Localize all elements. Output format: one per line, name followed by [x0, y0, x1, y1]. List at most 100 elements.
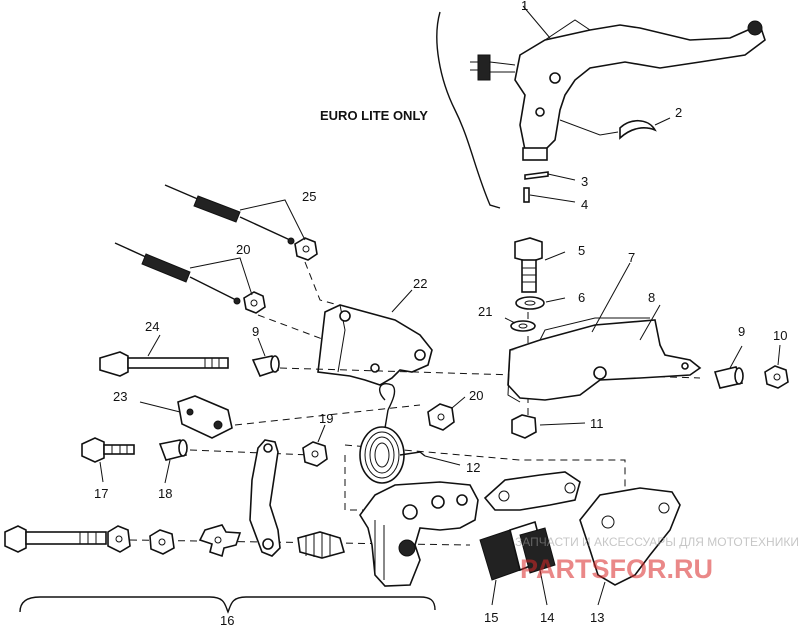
euro-lite-inset [436, 5, 766, 209]
lever-pivot-top [544, 19, 591, 41]
caliper-block [359, 481, 479, 587]
part-3-pin [524, 171, 549, 180]
cable-25-wire [164, 184, 201, 201]
leader-6 [545, 297, 566, 303]
bolt-17-head [81, 437, 105, 463]
watermark-tagline: ЗАПЧАСТИ И АКСЕССУАРЫ ДЛЯ МОТОТЕХНИКИ [515, 535, 799, 549]
leader-15 [491, 579, 497, 606]
plate-13 [579, 487, 681, 606]
part-14-pad-face [519, 527, 556, 574]
cable-25-tip [287, 237, 295, 245]
lever-pivot-bolt [549, 72, 561, 84]
label-13: 13 [590, 610, 604, 625]
leader-13 [597, 581, 606, 606]
caliper-hole-1 [402, 504, 418, 520]
part-6-washer [515, 296, 545, 310]
leader-22 [391, 289, 413, 313]
cable-25-spring [193, 195, 241, 223]
shaft-bolt-shank [25, 531, 107, 545]
label-21: 21 [478, 304, 492, 319]
label-4: 4 [581, 197, 588, 212]
star-washer-hole [214, 536, 222, 544]
part-11-nut [511, 414, 537, 439]
part-2-crescent [619, 119, 657, 140]
bolt-5-threads [522, 267, 536, 283]
leader-5 [544, 251, 566, 261]
leader-25 [239, 199, 306, 241]
leader-2 [654, 117, 671, 126]
leader-14 [539, 569, 548, 606]
leader-20-upper [189, 257, 253, 296]
plate-13-hole-2 [658, 502, 670, 514]
main-bracket [507, 262, 702, 403]
label-8: 8 [648, 290, 655, 305]
label-7: 7 [628, 250, 635, 265]
shaft-nut-2 [149, 529, 175, 555]
bolt-17-threads [111, 445, 128, 454]
lever-adjuster [477, 54, 491, 81]
part-10-nut [764, 365, 789, 389]
bracket-22-hole-right [414, 349, 426, 361]
assembly-line-spring [344, 455, 370, 511]
spacer-9-right-end [734, 367, 744, 385]
shaft-nut-1-hole [115, 535, 123, 543]
pad-plate-top-hole-1 [498, 490, 510, 502]
clutch-lever [514, 23, 766, 151]
leader-11 [539, 422, 586, 426]
caliper-edges [374, 520, 385, 580]
label-14: 14 [540, 610, 554, 625]
leader-17 [99, 461, 104, 483]
lever-ball-end [747, 20, 763, 36]
leader-lever-2 [559, 119, 619, 136]
caliper-hole-3 [456, 494, 468, 506]
part-7-top-plate [509, 319, 661, 351]
adjuster-threads [470, 61, 516, 73]
bolt-17 [81, 437, 135, 483]
shaft-nut-1 [107, 525, 131, 553]
spring-12-hook [378, 383, 396, 411]
clamp-23 [139, 395, 233, 439]
part-12-coil-outer [359, 426, 405, 484]
shaft-bolt-threads [79, 532, 97, 544]
nut-20-hole [250, 299, 258, 307]
lever-hole [535, 107, 545, 117]
caliper-body [359, 481, 479, 587]
label-6: 6 [578, 290, 585, 305]
assembly-line-18 [189, 449, 311, 456]
shaft-bolt-head [4, 525, 27, 553]
part-23-clamp [177, 395, 233, 439]
washer-21-hole [518, 323, 528, 329]
coil-ring-2 [364, 431, 400, 479]
label-15: 15 [484, 610, 498, 625]
label-22: 22 [413, 276, 427, 291]
cable-20-tip [233, 297, 241, 305]
part-19-nut [302, 441, 328, 467]
bracket-8-edge [507, 349, 521, 403]
shaft-gear [297, 531, 345, 559]
group-16-brace [19, 596, 436, 614]
label-3: 3 [581, 174, 588, 189]
label-5: 5 [578, 243, 585, 258]
part-13-plate [579, 487, 681, 586]
part-21-washer [510, 320, 536, 332]
nut-25-hole [302, 245, 310, 253]
part-5-bolt-head [514, 237, 543, 263]
leader-21 [504, 317, 516, 324]
nut-19 [302, 424, 328, 467]
part-20-nut-lower [427, 403, 455, 431]
assembly-line-bolt [279, 367, 516, 376]
bolt-24-shank [127, 357, 229, 369]
lever-stem [522, 147, 548, 161]
caliper-piston [398, 539, 416, 557]
cable-25-group [164, 184, 318, 261]
plate-13-hole-1 [601, 515, 615, 529]
label-23: 23 [113, 389, 127, 404]
label-25: 25 [302, 189, 316, 204]
pads [479, 520, 556, 606]
caliper-hole-2 [431, 495, 445, 509]
label-20-lower: 20 [469, 388, 483, 403]
leader-9-right [729, 345, 743, 369]
bracket-7-inner [539, 317, 650, 341]
nut-20-lower-hole [437, 413, 445, 421]
shaft-star-washer [198, 524, 242, 558]
